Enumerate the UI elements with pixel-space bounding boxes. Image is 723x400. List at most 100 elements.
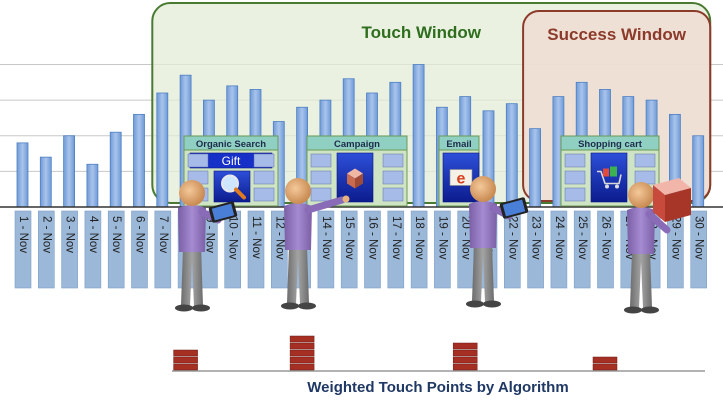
cart-item — [603, 168, 609, 177]
weight-brick — [289, 356, 315, 364]
person-arm — [645, 210, 671, 234]
weight-brick — [452, 342, 478, 350]
magnifier-lens — [221, 174, 239, 193]
person-legs — [630, 250, 652, 308]
x-tick-box — [364, 210, 381, 289]
x-tick-box — [597, 210, 614, 289]
success-window-label: Success Window — [547, 25, 686, 44]
x-tick-label: 18 - Nov — [413, 216, 425, 260]
person-torso — [469, 201, 497, 248]
weights-title: Weighted Touch Points by Algorithm — [307, 379, 568, 396]
weight-brick — [173, 349, 198, 357]
person-legs — [181, 248, 203, 306]
person-shoe — [483, 300, 501, 308]
x-tick-label: 2 - Nov — [40, 216, 52, 253]
weight-brick — [452, 356, 478, 364]
weight-brick — [592, 356, 618, 364]
thumbnail — [253, 170, 275, 185]
weight-brick — [452, 349, 478, 357]
x-tick-label: 19 - Nov — [436, 216, 448, 260]
bar-7-Nov — [156, 92, 169, 208]
panel-header — [438, 135, 480, 151]
thumbnail — [253, 187, 275, 202]
bar-3-Nov — [63, 135, 75, 208]
x-tick-label: 17 - Nov — [390, 216, 402, 260]
x-tick-label: 5 - Nov — [110, 216, 122, 253]
x-tick-label: 26 - Nov — [599, 216, 611, 260]
x-tick-box — [84, 210, 102, 289]
x-tick-box — [387, 210, 405, 289]
touch-panel: Campaign — [306, 135, 408, 207]
thumbnail — [310, 170, 332, 185]
person-shoe — [192, 304, 210, 312]
x-tick-box — [690, 210, 708, 289]
x-tick-box — [154, 210, 172, 289]
x-tick-label: 6 - Nov — [133, 216, 145, 253]
x-tick-box — [550, 210, 568, 289]
person-head — [179, 180, 205, 206]
thumbnail — [564, 170, 586, 185]
thumbnail — [634, 153, 656, 168]
thumbnail — [253, 153, 275, 168]
panel-title: Organic Search — [196, 139, 266, 150]
x-tick-box — [37, 210, 55, 289]
envelope — [449, 169, 473, 186]
x-tick-box — [434, 210, 451, 289]
person-torso — [627, 207, 655, 254]
person-torso — [284, 203, 312, 250]
thumbnail — [187, 153, 209, 168]
cart-frame — [597, 170, 622, 185]
cart-wheel — [605, 184, 609, 189]
bar-6-Nov — [133, 113, 145, 208]
bar-23-Nov — [529, 128, 541, 208]
x-tick-box — [573, 210, 591, 289]
panel-title: Email — [446, 139, 471, 150]
person-figure — [281, 178, 350, 310]
x-tick-label: 1 - Nov — [17, 216, 29, 253]
x-tick-label: 14 - Nov — [320, 216, 332, 260]
person-legs — [472, 244, 494, 302]
cart-icon — [590, 152, 628, 203]
x-tick-box — [61, 210, 78, 289]
weight-brick — [289, 363, 315, 371]
x-tick-box — [410, 210, 428, 289]
bar-30-Nov — [692, 135, 705, 208]
x-tick-label: 3 - Nov — [64, 216, 76, 253]
cart-wheel — [615, 184, 619, 189]
person-shoe — [641, 306, 659, 314]
weight-brick — [289, 342, 315, 350]
panel-header — [183, 135, 279, 151]
tablet-screen — [211, 203, 235, 221]
x-tick-label: 16 - Nov — [366, 216, 378, 260]
panel-header — [306, 135, 408, 151]
person-torso — [178, 205, 206, 252]
x-tick-label: 12 - Nov — [273, 216, 285, 260]
x-tick-label: 15 - Nov — [343, 216, 355, 260]
thumbnail — [310, 187, 332, 202]
person-hand — [342, 195, 350, 203]
tablet-screen — [502, 199, 526, 217]
weight-brick — [173, 356, 198, 364]
person-head — [628, 182, 654, 208]
x-tick-labels: 1 - Nov 2 - Nov 3 - Nov 4 - Nov 5 - Nov 6 - N… — [14, 210, 708, 289]
x-tick-label: 11 - Nov — [250, 216, 262, 259]
person-shoe — [298, 302, 316, 310]
x-tick-box — [107, 210, 125, 289]
x-tick-box — [14, 210, 32, 289]
weight-brick — [592, 363, 618, 371]
weight-brick — [289, 335, 315, 343]
person-head — [470, 176, 496, 202]
x-tick-label: 20 - Nov — [460, 216, 472, 260]
x-tick-box — [247, 210, 265, 289]
x-tick-label: 4 - Nov — [87, 216, 99, 253]
magnifier-handle — [234, 187, 246, 200]
cart-item — [610, 166, 617, 177]
thumbnail — [382, 170, 404, 185]
x-tick-label: 7 - Nov — [157, 216, 169, 253]
x-tick-label: 10 - Nov — [227, 216, 239, 260]
cube-left — [347, 173, 355, 189]
x-tick-label: 9 - Nov — [203, 216, 215, 253]
touch-window-label: Touch Window — [362, 23, 482, 42]
